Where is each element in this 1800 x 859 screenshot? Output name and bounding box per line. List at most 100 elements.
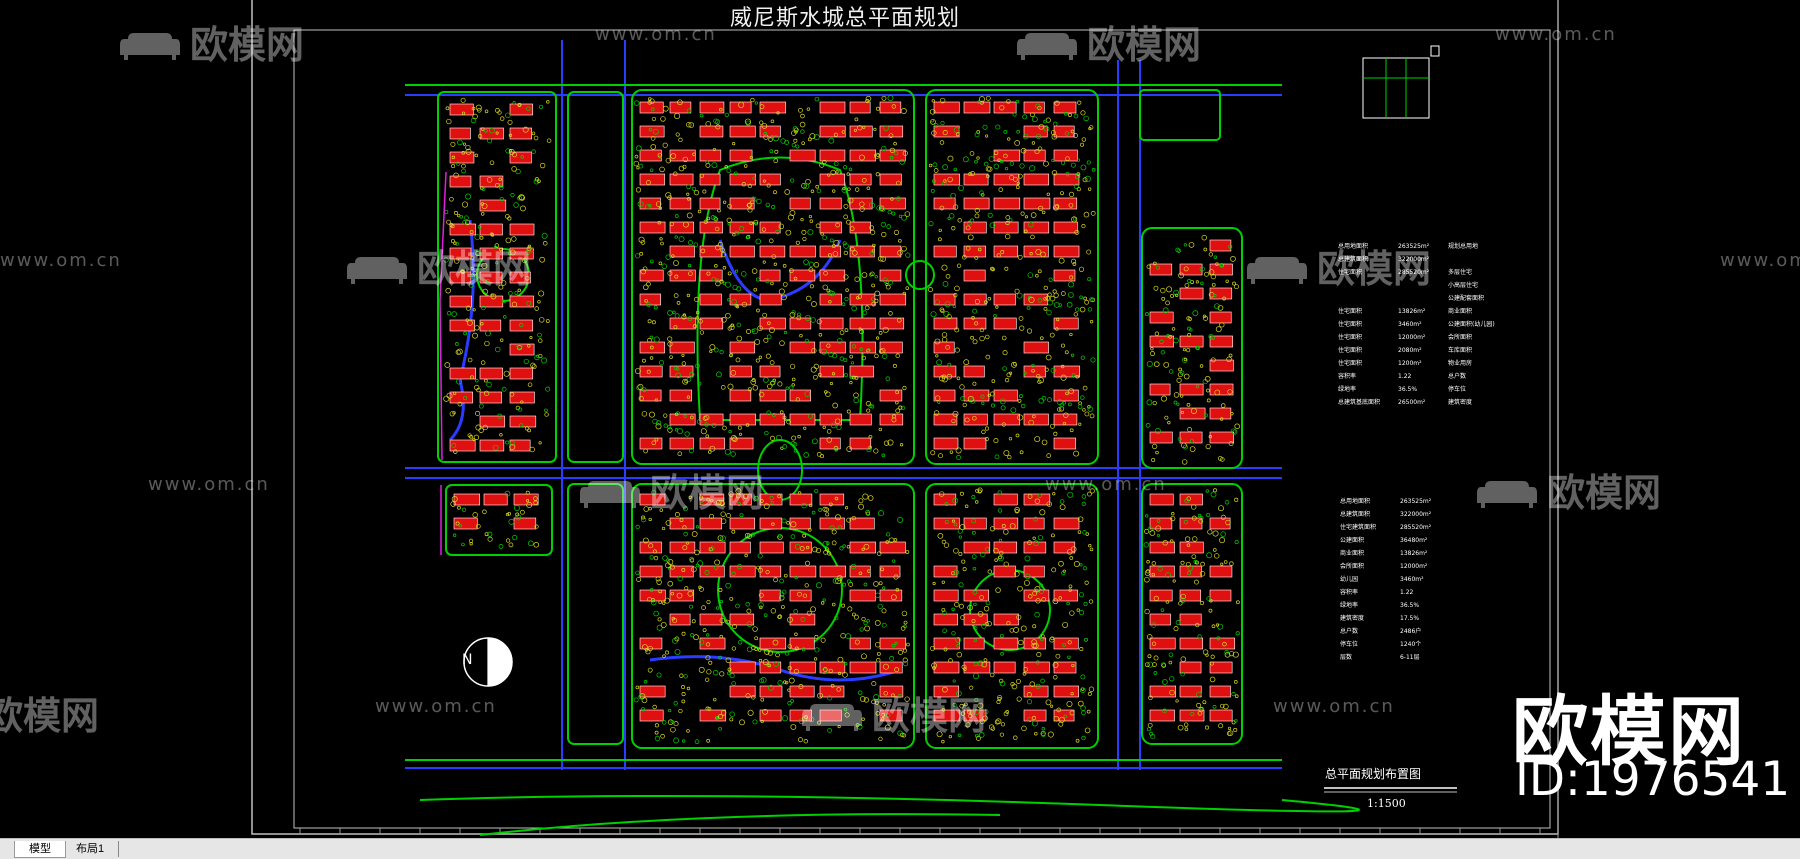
tree-symbol [977, 247, 982, 252]
tree-symbol [952, 204, 959, 210]
building-footprint [1179, 685, 1202, 698]
tree-symbol [768, 238, 774, 244]
tree-symbol [505, 148, 511, 154]
tree-symbol [1004, 377, 1010, 383]
tree-symbol [495, 261, 499, 265]
tree-symbol [457, 505, 461, 510]
tree-symbol [1067, 655, 1071, 659]
tree-symbol [505, 440, 510, 445]
tree-symbol [1016, 678, 1021, 684]
tree-symbol [1054, 302, 1060, 308]
tree-symbol [714, 559, 720, 566]
tree-symbol [1003, 450, 1010, 457]
tree-symbol [679, 673, 684, 678]
tree-symbol [719, 279, 724, 284]
tree-symbol [855, 723, 860, 728]
legend-cell: 1.22 [1400, 589, 1414, 596]
tree-symbol [498, 177, 502, 182]
tree-symbol [858, 154, 865, 161]
tree-symbol [809, 284, 814, 289]
tree-symbol [889, 155, 894, 160]
tree-symbol [876, 651, 881, 656]
tree-symbol [874, 641, 881, 648]
tree-symbol [853, 397, 859, 404]
tree-symbol [702, 189, 707, 194]
tree-symbol [452, 391, 457, 395]
tree-symbol [902, 648, 907, 653]
tree-symbol [942, 281, 949, 287]
tree-symbol [1058, 596, 1063, 600]
tree-symbol [841, 603, 846, 608]
tree-symbol [687, 316, 693, 322]
building-footprint [699, 125, 724, 138]
tree-symbol [674, 235, 678, 239]
tree-symbol [804, 583, 809, 588]
tree-symbol [993, 438, 999, 444]
tree-symbol [902, 150, 908, 156]
building-footprint [789, 493, 813, 506]
tree-symbol [938, 228, 942, 232]
tree-symbol [670, 726, 676, 733]
tree-symbol [686, 184, 691, 190]
tree-symbol [649, 98, 655, 104]
tree-symbol [798, 737, 803, 743]
tree-symbol [1075, 173, 1081, 180]
tree-symbol [809, 219, 814, 223]
tree-symbol [1001, 335, 1007, 341]
tree-symbol [510, 193, 515, 198]
tree-symbol [883, 440, 890, 446]
tree-symbol [985, 354, 991, 360]
tree-symbol [1081, 494, 1087, 499]
tree-symbol [455, 521, 460, 526]
tree-symbol [1037, 535, 1044, 541]
tab-model[interactable]: 模型 [14, 841, 66, 858]
tree-symbol [793, 138, 798, 143]
tree-symbol [855, 187, 860, 192]
tree-symbol [475, 378, 479, 383]
tree-symbol [1069, 710, 1075, 716]
building-footprint [849, 589, 876, 602]
tree-symbol [634, 100, 640, 106]
building-footprint [879, 413, 904, 426]
tree-symbol [450, 501, 456, 507]
tree-symbol [798, 718, 805, 725]
building-footprint [1023, 245, 1049, 258]
tree-symbol [539, 104, 544, 109]
tree-symbol [1063, 412, 1069, 418]
tree-symbol [1062, 401, 1066, 405]
tree-symbol [715, 278, 720, 283]
building-footprint [819, 197, 842, 210]
tree-symbol [1007, 454, 1012, 460]
tree-symbol [779, 340, 785, 346]
tree-symbol [1043, 285, 1048, 291]
tree-symbol [458, 523, 463, 528]
tree-symbol [1173, 289, 1179, 296]
building-footprint [879, 565, 901, 578]
tree-symbol [1187, 326, 1191, 331]
tree-symbol [659, 166, 665, 173]
tree-symbol [904, 211, 911, 217]
tree-symbol [667, 336, 673, 342]
tree-symbol [1019, 163, 1025, 169]
tree-symbol [874, 298, 879, 303]
tree-symbol [1019, 394, 1023, 398]
tree-symbol [1030, 234, 1035, 240]
tab-layout1[interactable]: 布局1 [62, 841, 120, 857]
tree-symbol [461, 201, 469, 208]
tree-symbol [501, 386, 507, 392]
tree-symbol [1187, 316, 1192, 322]
tree-symbol [726, 168, 731, 173]
tree-symbol [465, 318, 469, 322]
tree-symbol [698, 318, 703, 324]
building-footprint [819, 493, 845, 506]
tree-symbol [637, 201, 644, 208]
tree-symbol [822, 159, 827, 165]
tree-symbol [669, 355, 673, 359]
tree-symbol [1205, 443, 1211, 450]
tree-symbol [698, 497, 705, 503]
tree-symbol [705, 642, 711, 647]
tree-symbol [758, 391, 765, 398]
tree-symbol [678, 137, 683, 143]
tree-symbol [764, 649, 770, 655]
